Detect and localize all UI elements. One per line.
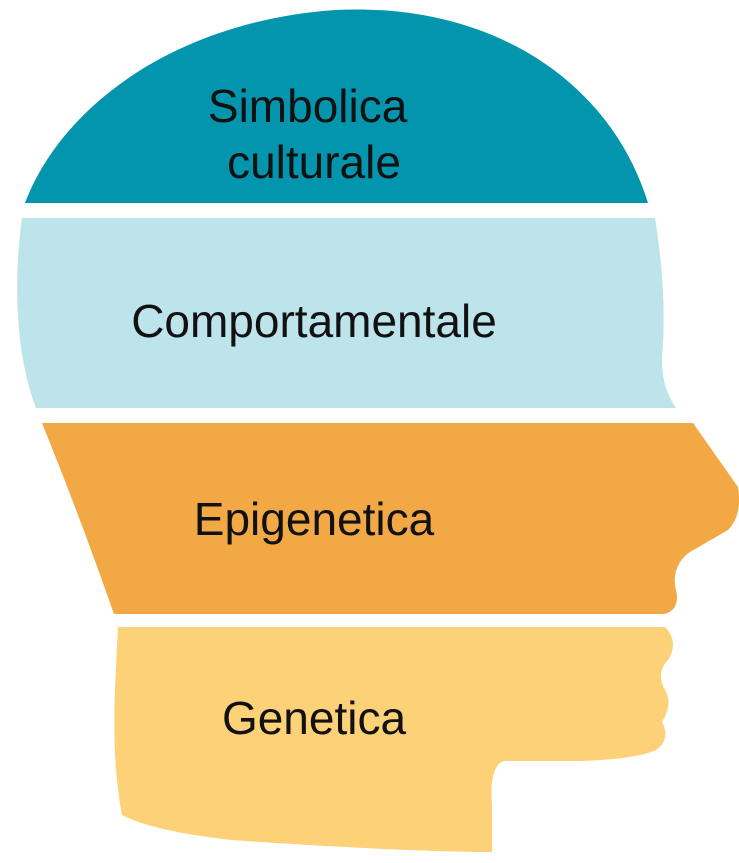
label-simbolica-line-2: culturale — [227, 136, 401, 188]
label-simbolica: Simbolica culturale — [208, 80, 420, 188]
layer-simbolica-culturale-shape — [25, 9, 648, 203]
layer-comportamentale-shape — [17, 218, 676, 408]
label-genetica: Genetica — [222, 692, 407, 744]
label-epigenetica: Epigenetica — [194, 493, 435, 545]
layer-genetica-shape — [114, 627, 673, 852]
layer-epigenetica-shape — [42, 423, 739, 614]
label-comportamentale: Comportamentale — [131, 295, 497, 347]
label-simbolica-line-1: Simbolica — [208, 80, 408, 132]
